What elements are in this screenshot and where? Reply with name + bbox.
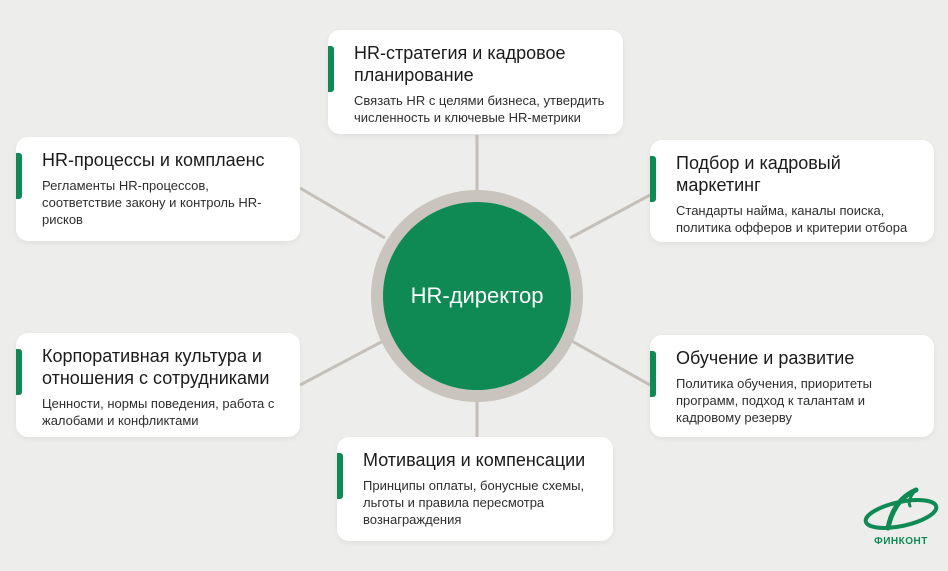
card-description: Ценности, нормы поведения, работа с жало… [42, 396, 275, 428]
card-title: Подбор и кадровый маркетинг [676, 153, 841, 195]
center-node: HR-директор [383, 202, 571, 390]
card-recruiting: Подбор и кадровый маркетинг Стандарты на… [650, 140, 934, 242]
card-description: Принципы оплаты, бонусные схемы, льготы … [363, 478, 585, 527]
card-title: HR-процессы и комплаенс [42, 150, 265, 170]
finkont-logo: ФИНКОНТ [858, 484, 944, 570]
card-title: Корпоративная культура и отношения с сот… [42, 346, 270, 388]
card-description: Стандарты найма, каналы поиска, политика… [676, 203, 908, 235]
connector-training [569, 338, 651, 387]
card-accent [328, 46, 334, 92]
card-processes: HR-процессы и комплаенс Регламенты HR-пр… [16, 137, 300, 241]
card-training: Обучение и развитие Политика обучения, п… [650, 335, 934, 437]
card-description: Регламенты HR-процессов, соответствие за… [42, 178, 262, 227]
card-strategy: HR-стратегия и кадровое планирование Свя… [328, 30, 623, 134]
card-culture: Корпоративная культура и отношения с сот… [16, 333, 300, 437]
center-label: HR-директор [410, 283, 544, 308]
card-accent [650, 156, 656, 202]
card-accent [337, 453, 343, 499]
card-accent [16, 153, 22, 199]
card-motivation: Мотивация и компенсации Принципы оплаты,… [337, 437, 613, 541]
logo-icon [863, 487, 939, 531]
connector-recruiting [569, 193, 651, 240]
card-accent [16, 349, 22, 395]
logo-text: ФИНКОНТ [874, 536, 928, 547]
connector-culture [299, 338, 386, 387]
card-title: Обучение и развитие [676, 348, 855, 368]
connector-processes [299, 186, 386, 240]
card-accent [650, 351, 656, 397]
card-title: Мотивация и компенсации [363, 450, 586, 470]
card-description: Политика обучения, приоритеты программ, … [676, 376, 872, 425]
card-description: Связать HR с целями бизнеса, утвердить ч… [354, 93, 605, 125]
card-title: HR-стратегия и кадровое планирование [354, 43, 566, 85]
